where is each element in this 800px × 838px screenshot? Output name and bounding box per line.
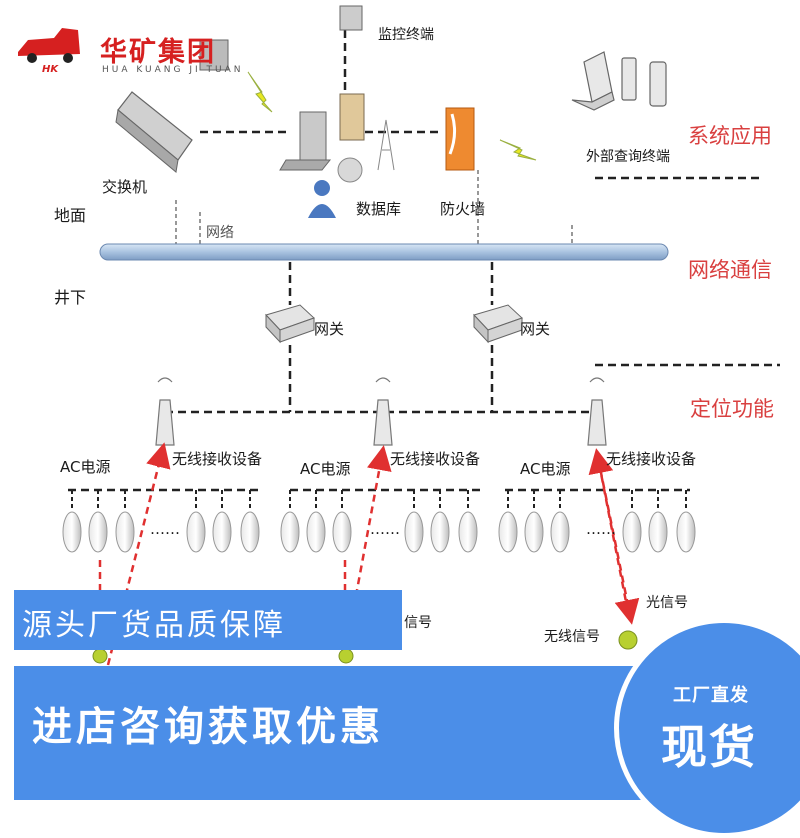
dots-1: …… <box>150 520 180 538</box>
factory-direct-text: 工厂直发 <box>673 685 749 706</box>
laptop-icon <box>571 51 615 111</box>
quality-text: 源头厂货品质保障 <box>22 608 286 643</box>
label-wireless-signal-2: 信号 <box>404 615 432 631</box>
label-database: 数据库 <box>356 200 402 218</box>
tick-links <box>175 170 573 245</box>
truck-logo-icon <box>18 28 80 63</box>
label-power-1: AC电源 <box>60 458 111 476</box>
label-power-2: AC电源 <box>300 460 351 478</box>
section-network: 网络通信 <box>688 258 772 282</box>
user-icon <box>308 180 336 218</box>
database-tower-icon <box>377 119 395 171</box>
label-receiver-2: 无线接收设备 <box>390 450 481 468</box>
brand-name-cn: 华矿集团 <box>100 37 216 68</box>
label-firewall: 防火墙 <box>440 200 486 218</box>
dots-2: …… <box>370 520 400 538</box>
label-monitor-terminal: 监控终端 <box>378 27 434 43</box>
monitor-terminal-icon <box>199 5 363 71</box>
section-positioning: 定位功能 <box>690 397 774 421</box>
label-gateway-1: 网关 <box>314 320 345 338</box>
in-stock-text: 现货 <box>661 720 757 774</box>
zone-surface: 地面 <box>54 206 87 225</box>
lamp-icons <box>62 511 696 553</box>
consult-text: 进店咨询获取优惠 <box>32 704 384 750</box>
server-icon <box>279 93 365 183</box>
firewall-icon <box>445 107 475 171</box>
label-optical-signal: 光信号 <box>646 595 688 611</box>
quality-banner: 源头厂货品质保障 <box>14 590 402 650</box>
brand-logo: HK 华矿集团 HUA KUANG JI TUAN <box>14 18 304 84</box>
label-receiver-1: 无线接收设备 <box>172 450 263 468</box>
brand-mark: HK <box>42 64 59 75</box>
brand-name-en: HUA KUANG JI TUAN <box>102 65 244 75</box>
label-wireless-signal-3: 无线信号 <box>544 629 600 645</box>
pda-icon <box>621 57 667 107</box>
section-system: 系统应用 <box>688 124 772 148</box>
label-receiver-3: 无线接收设备 <box>606 450 697 468</box>
antenna-icons <box>155 399 607 446</box>
dots-3: …… <box>586 520 616 538</box>
dashed-links-top <box>200 30 780 367</box>
lightning-icon-1 <box>247 71 273 113</box>
zone-underground: 井下 <box>54 288 87 307</box>
diagram-lines <box>62 5 780 666</box>
tag-icons <box>92 630 638 664</box>
network-pipe <box>99 243 669 261</box>
lightning-icon-2 <box>499 139 537 161</box>
label-network: 网络 <box>206 225 234 241</box>
switch-icon <box>115 91 193 173</box>
gateway-icons <box>265 304 523 344</box>
label-gateway-2: 网关 <box>520 320 551 338</box>
label-power-3: AC电源 <box>520 460 571 478</box>
network-diagram: HK 华矿集团 HUA KUANG JI TUAN 系统应用 网络通信 定位功能… <box>14 5 800 838</box>
label-external-terminal: 外部查询终端 <box>586 149 670 165</box>
label-switch: 交换机 <box>102 178 148 196</box>
